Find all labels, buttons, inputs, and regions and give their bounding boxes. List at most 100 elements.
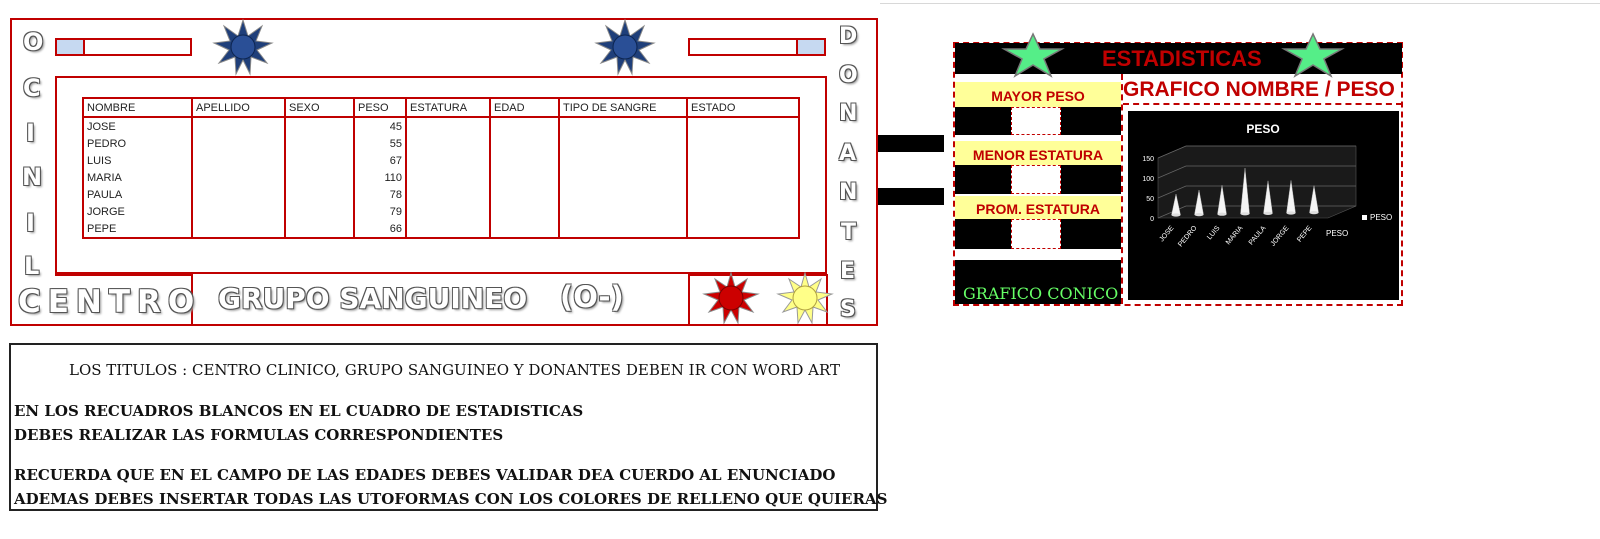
grafico-title-underline (1123, 103, 1402, 105)
cell-sexo[interactable] (284, 203, 355, 220)
y-tick-label: 50 (1146, 196, 1154, 203)
cell-apellido[interactable] (191, 117, 286, 135)
red-sun-icon (702, 272, 760, 324)
cell-peso[interactable]: 110 (353, 169, 407, 186)
cell-estatura[interactable] (405, 220, 491, 239)
cell-estado[interactable] (686, 135, 800, 152)
cell-nombre[interactable]: JOSE (82, 117, 193, 135)
right-letter: N (839, 101, 858, 126)
right-letter: O (839, 63, 858, 88)
cell-estatura[interactable] (405, 152, 491, 169)
cell-apellido[interactable] (191, 220, 286, 239)
right-letter: N (839, 180, 858, 205)
cell-estatura[interactable] (405, 117, 491, 135)
cell-nombre[interactable]: LUIS (82, 152, 193, 169)
cell-tipo-sangre[interactable] (558, 203, 688, 220)
inner-frame (55, 76, 827, 274)
left-letter: N (22, 163, 43, 191)
cell-estado[interactable] (686, 220, 800, 239)
cell-tipo-sangre[interactable] (558, 186, 688, 203)
cell-edad[interactable] (489, 220, 560, 239)
right-letter: A (839, 141, 857, 166)
col-header-peso: PESO (353, 97, 407, 118)
instructions-box (9, 343, 878, 511)
left-letter: I (26, 119, 35, 147)
cell-estado[interactable] (686, 203, 800, 220)
menor-estatura-result[interactable] (1011, 165, 1061, 194)
centro-title: CENTRO (18, 284, 202, 320)
cell-sexo[interactable] (284, 152, 355, 169)
table-row: JORGE 79 (82, 203, 800, 220)
menor-estatura-label: MENOR ESTATURA (955, 141, 1121, 165)
cell-nombre[interactable]: MARIA (82, 169, 193, 186)
instruction-line-5: ADEMAS DEBES INSERTAR TODAS LAS UTOFORMA… (14, 490, 888, 508)
cell-edad[interactable] (489, 203, 560, 220)
cell-sexo[interactable] (284, 117, 355, 135)
left-letter: C (23, 74, 41, 102)
cell-tipo-sangre[interactable] (558, 117, 688, 135)
prom-estatura-result[interactable] (1011, 219, 1061, 249)
cell-nombre[interactable]: PEPE (82, 220, 193, 239)
cell-estado[interactable] (686, 186, 800, 203)
cell-nombre[interactable]: PEDRO (82, 135, 193, 152)
col-header-edad: EDAD (489, 97, 560, 118)
cone-base (1217, 212, 1227, 216)
cell-peso[interactable]: 78 (353, 186, 407, 203)
cell-peso[interactable]: 79 (353, 203, 407, 220)
cell-estatura[interactable] (405, 186, 491, 203)
cell-peso[interactable]: 67 (353, 152, 407, 169)
cell-estatura[interactable] (405, 203, 491, 220)
cell-tipo-sangre[interactable] (558, 135, 688, 152)
table-header-row: NOMBRE APELLIDO SEXO PESO ESTATURA EDAD … (82, 97, 800, 118)
cell-apellido[interactable] (191, 135, 286, 152)
yellow-sun-icon (776, 272, 834, 324)
col-header-sexo: SEXO (284, 97, 355, 118)
grafico-conico-box (955, 260, 1121, 304)
cell-sexo[interactable] (284, 186, 355, 203)
cell-apellido[interactable] (191, 186, 286, 203)
cell-estado[interactable] (686, 117, 800, 135)
cell-apellido[interactable] (191, 169, 286, 186)
cone-base (1286, 211, 1296, 215)
cell-peso[interactable]: 66 (353, 220, 407, 239)
sheet-top-line (880, 3, 1600, 4)
col-header-estado: ESTADO (686, 97, 800, 118)
cell-estado[interactable] (686, 152, 800, 169)
mayor-peso-result[interactable] (1011, 107, 1061, 135)
top-left-input[interactable] (55, 38, 192, 56)
cell-estatura[interactable] (405, 135, 491, 152)
main-form-frame (10, 18, 878, 326)
cell-estatura[interactable] (405, 169, 491, 186)
cell-tipo-sangre[interactable] (558, 169, 688, 186)
cell-sexo[interactable] (284, 135, 355, 152)
stats-left-column (955, 74, 1123, 304)
chart-gridline (1157, 185, 1356, 199)
chart-gridline (1157, 165, 1356, 179)
cell-peso[interactable]: 55 (353, 135, 407, 152)
cell-edad[interactable] (489, 152, 560, 169)
cell-edad[interactable] (489, 117, 560, 135)
legend-swatch (1362, 215, 1367, 220)
cell-tipo-sangre[interactable] (558, 152, 688, 169)
cell-apellido[interactable] (191, 152, 286, 169)
star-icon (1001, 32, 1065, 78)
cell-edad[interactable] (489, 135, 560, 152)
cell-tipo-sangre[interactable] (558, 220, 688, 239)
cell-edad[interactable] (489, 169, 560, 186)
cell-sexo[interactable] (284, 220, 355, 239)
cell-edad[interactable] (489, 186, 560, 203)
cell-nombre[interactable]: JORGE (82, 203, 193, 220)
left-letter: I (26, 209, 35, 237)
top-right-input[interactable] (688, 38, 826, 56)
right-letter: S (840, 297, 856, 322)
cell-estado[interactable] (686, 169, 800, 186)
cone-base (1240, 212, 1250, 216)
y-tick-label: 150 (1142, 156, 1154, 163)
cell-peso[interactable]: 45 (353, 117, 407, 135)
cell-apellido[interactable] (191, 203, 286, 220)
centro-box (55, 274, 193, 326)
cell-nombre[interactable]: PAULA (82, 186, 193, 203)
col-header-estatura: ESTATURA (405, 97, 491, 118)
cell-sexo[interactable] (284, 169, 355, 186)
instruction-line-2: EN LOS RECUADROS BLANCOS EN EL CUADRO DE… (14, 402, 584, 420)
